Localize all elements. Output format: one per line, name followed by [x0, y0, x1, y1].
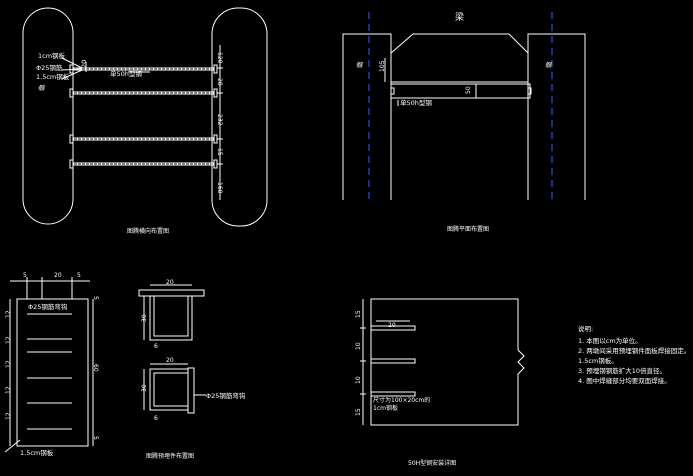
notes: 说明: 1. 本图以cm为单位。 2. 两墩间采用预埋钢件面板焊接固定。 1.5…	[578, 324, 690, 385]
pier-right-outline	[211, 7, 268, 227]
dim-v4-c: 10	[355, 376, 362, 384]
dim-v3-l3: 12	[5, 360, 12, 368]
dim-v3-r5: 5	[92, 296, 99, 300]
label-channel-plan: 单50h型钢	[400, 98, 432, 107]
dim-v4-b: 10	[355, 342, 362, 350]
label-channel: 单50h型钢	[110, 69, 142, 78]
detail-plate	[370, 298, 525, 426]
hook2-label: Φ25钢筋弯钩	[206, 391, 246, 400]
dim-v3-r60: 60	[92, 364, 99, 372]
dim-v4-a: 15	[355, 310, 362, 318]
view-install-detail: 20 15 10 10 15 尺寸为100×20cm的1cm钢板 50H型钢安装…	[355, 298, 525, 467]
dim-v3-l4: 12	[5, 386, 12, 394]
dim-v3-top-c: 5	[77, 272, 81, 279]
pier-left-outline	[22, 7, 74, 225]
view-embedded-parts: 5 20 5 12 12 12 12 12 5 60 5 Φ25钢筋弯钩 1.5…	[4, 272, 246, 460]
dim-d4: 15	[216, 148, 223, 156]
dim-d2: 20	[216, 78, 223, 86]
dim-v3-l2: 12	[5, 336, 12, 344]
dim-d3: 232	[216, 114, 223, 126]
notes-item: 3. 预埋钢钢筋扩大10倍直径。	[578, 366, 666, 375]
caption-view1: 图腾横向布置图	[127, 227, 169, 235]
embedded-plate	[16, 298, 89, 447]
dim-side: 105	[379, 60, 386, 72]
notes-item: 4. 图中焊缝部分均要双面焊接。	[578, 376, 671, 385]
hook2-h: 30	[141, 384, 148, 392]
label-pier-left: 墩	[355, 61, 364, 68]
plate-bars	[27, 313, 72, 430]
steel-beams	[69, 64, 218, 169]
label-v3-plate: 1.5cm钢板	[20, 448, 54, 457]
caption-view3: 图腾预埋件布置图	[146, 452, 194, 460]
caption-view4: 50H型钢安装详图	[408, 459, 456, 467]
label-pier-right: 墩	[544, 61, 553, 68]
label-beam: 梁	[455, 11, 464, 23]
dim-d1: 120	[216, 52, 223, 64]
dim-v3-top-a: 5	[23, 272, 27, 279]
notes-title: 说明:	[578, 324, 593, 333]
dim-v3-rb5: 5	[92, 436, 99, 440]
v4-note: 尺寸为100×20cm的1cm钢板	[373, 397, 431, 412]
dim-v4-w: 20	[388, 322, 396, 329]
caption-view2: 图腾平面布置图	[447, 225, 489, 233]
dim-v3-l5: 12	[5, 412, 12, 420]
hook2-w: 20	[166, 357, 174, 364]
hook1-w: 20	[166, 279, 174, 286]
view-transverse-layout: 1cm钢板 Φ25钢筋 1.5cm钢板 墩 20 单50h型钢 120 20 2…	[22, 7, 268, 235]
notes-item: 1.5cm钢板。	[578, 356, 618, 365]
label-v3-rebar: Φ25钢筋弯钩	[28, 302, 68, 311]
notes-item: 1. 本图以cm为单位。	[578, 336, 642, 345]
hook1-bar	[149, 296, 193, 341]
dim-v3-l1: 12	[5, 310, 12, 318]
label-rebar: Φ25钢筋	[36, 63, 63, 72]
hook1-h: 30	[141, 314, 148, 322]
hook1-plate	[138, 289, 205, 297]
dim-top: 20	[80, 60, 88, 68]
label-pier-small: 墩	[37, 84, 46, 91]
beam-outline	[390, 33, 529, 83]
label-1cm-plate: 1cm钢板	[38, 51, 66, 60]
label-plate-15: 1.5cm钢板	[36, 72, 70, 81]
dim-d5: 160	[216, 182, 223, 194]
hook2-plate	[187, 367, 195, 414]
dim-v4-d: 15	[355, 408, 362, 416]
dim-box: 50	[465, 86, 472, 94]
channel-member	[390, 83, 531, 99]
notes-item: 2. 两墩间采用预埋钢件面板焊接固定。	[578, 346, 690, 355]
hook1-b: 6	[154, 343, 158, 350]
hook2-b: 6	[154, 415, 158, 422]
hook2-bar	[149, 368, 188, 411]
view-plan-layout: 梁 墩 墩 105 50 单50h型钢 图腾平面布置图	[342, 11, 586, 233]
dim-v3-top-b: 20	[54, 272, 62, 279]
